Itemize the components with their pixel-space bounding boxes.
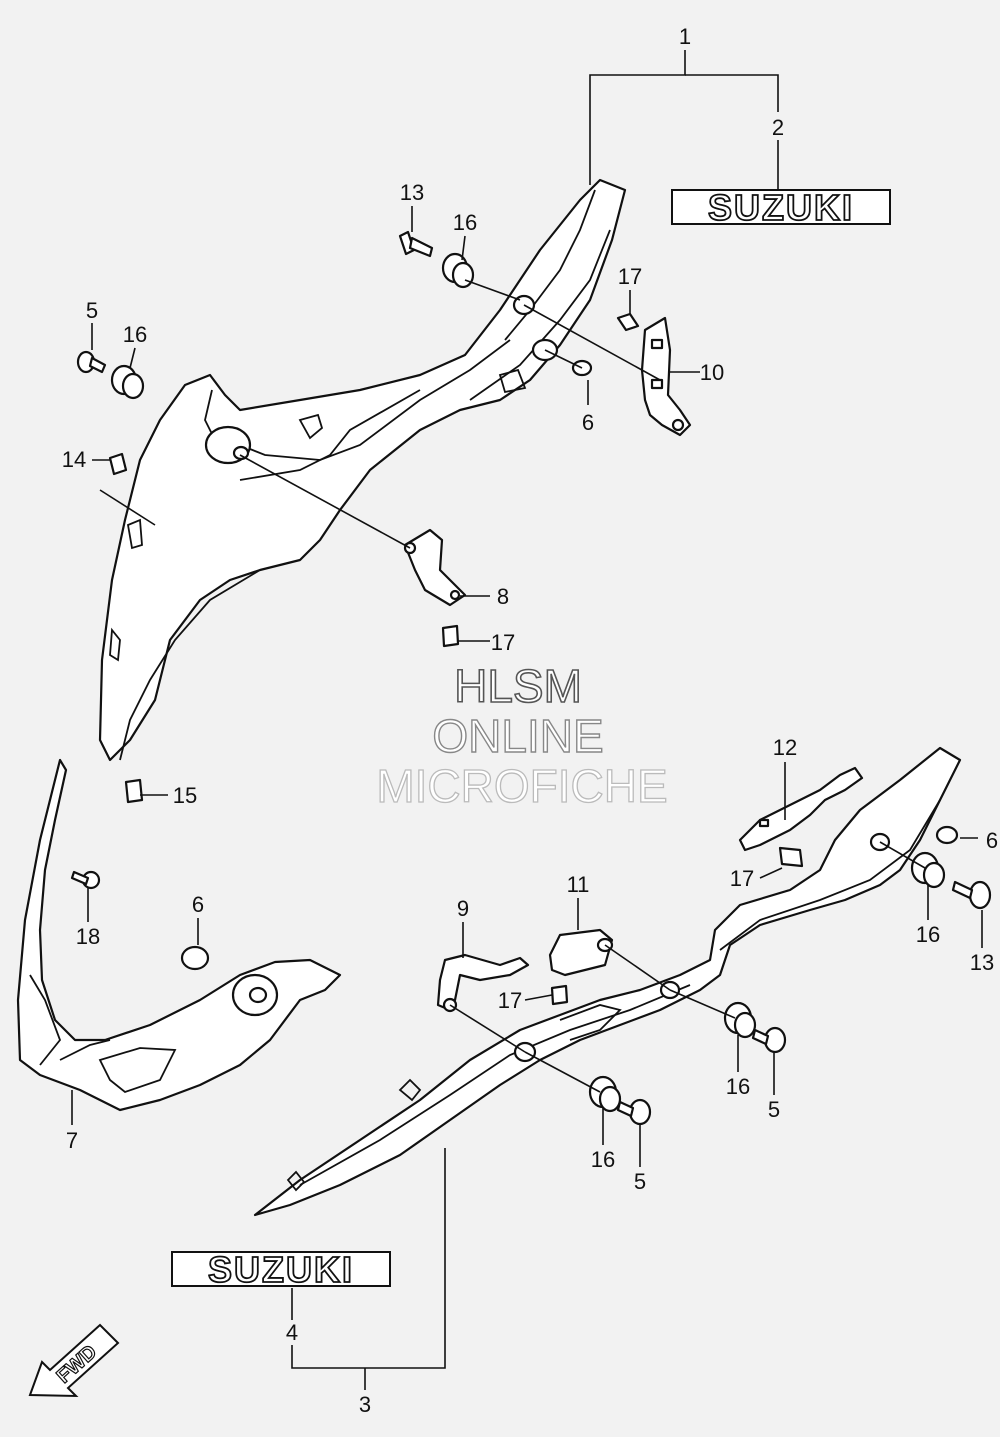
fasteners <box>70 230 992 1126</box>
bracket-10 <box>640 316 692 437</box>
emblem-upper: SUZUKI <box>671 186 891 229</box>
leader-lines <box>71 50 983 1390</box>
callout-16-right: 16 <box>916 922 940 947</box>
callout-11: 11 <box>567 872 590 897</box>
callout-17-center: 17 <box>491 630 515 655</box>
watermark: HLSM ONLINE MICROFICHE <box>376 659 669 812</box>
callout-6-middle: 6 <box>192 892 204 917</box>
emblem-lower: SUZUKI <box>171 1248 391 1291</box>
callout-5-lower-right: 5 <box>768 1097 780 1122</box>
front-under-cowling <box>16 758 342 1112</box>
fwd-arrow: FWD <box>28 1323 120 1398</box>
bracket-11 <box>548 928 614 977</box>
callout-3: 3 <box>359 1392 371 1417</box>
watermark-line1: HLSM <box>454 660 582 712</box>
bracket-12 <box>738 766 864 852</box>
callouts: 1 2 13 16 17 5 16 10 6 14 8 17 15 12 6 1… <box>62 24 998 1417</box>
callout-13-upper: 13 <box>400 180 424 205</box>
callout-6-upper: 6 <box>582 410 594 435</box>
callout-7: 7 <box>66 1128 78 1153</box>
callout-5-lower: 5 <box>634 1169 646 1194</box>
callout-6-right: 6 <box>986 828 998 853</box>
callout-16-upper: 16 <box>453 210 477 235</box>
callout-10: 10 <box>700 360 724 385</box>
assembly-lines <box>239 279 926 1093</box>
callout-2: 2 <box>772 115 784 140</box>
lower-side-cowling <box>253 746 962 1217</box>
callout-15: 15 <box>173 783 197 808</box>
callout-18: 18 <box>76 924 100 949</box>
emblem-lower-text: SUZUKI <box>208 1249 354 1290</box>
upper-side-cowling <box>98 178 627 762</box>
callout-16-lower-right: 16 <box>726 1074 750 1099</box>
emblem-upper-text: SUZUKI <box>708 187 854 228</box>
callout-17-upper: 17 <box>618 264 642 289</box>
callout-12: 12 <box>773 735 797 760</box>
callout-5-left: 5 <box>86 298 98 323</box>
callout-16-left: 16 <box>123 322 147 347</box>
callout-17-right: 17 <box>730 866 754 891</box>
callout-13-right: 13 <box>970 950 994 975</box>
bracket-8 <box>403 528 467 607</box>
callout-8: 8 <box>497 584 509 609</box>
callout-1: 1 <box>679 24 691 49</box>
callout-9: 9 <box>457 896 469 921</box>
callout-16-lower: 16 <box>591 1147 615 1172</box>
callout-14: 14 <box>62 447 86 472</box>
watermark-line3: MICROFICHE <box>376 760 667 812</box>
callout-17-lower: 17 <box>498 988 522 1013</box>
callout-4: 4 <box>286 1320 298 1345</box>
watermark-line2: ONLINE <box>432 710 603 762</box>
